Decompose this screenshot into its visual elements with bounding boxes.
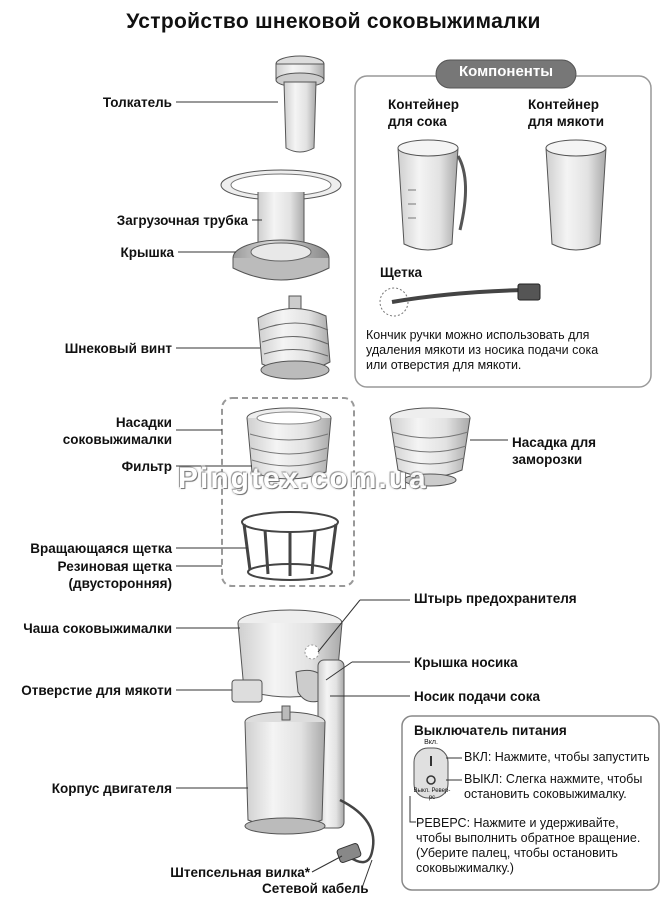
power-switch-header: Выключатель питания — [414, 723, 567, 738]
label-safety-pin: Штырь предохранителя — [414, 591, 577, 606]
label-pulp-outlet: Отверстие для мякоти — [21, 683, 172, 698]
pulp-container-illustration — [545, 139, 607, 251]
label-freeze-attachment-line2: заморозки — [512, 452, 583, 467]
label-freeze-attachment: Насадка для заморозки — [512, 434, 652, 468]
label-freeze-attachment-line1: Насадка для — [512, 435, 597, 450]
label-lid: Крышка — [120, 245, 174, 260]
label-brush: Щетка — [380, 265, 422, 280]
switch-reverse-line2: чтобы выполнить обратное вращение. — [416, 831, 641, 845]
label-rubber-brush-line1: Резиновая щетка — [57, 559, 172, 574]
brush-note-line2: удаления мякоти из носика подачи сока — [366, 343, 599, 357]
label-juice-container: Контейнер для сока — [388, 96, 498, 130]
filter-illustration — [246, 407, 332, 480]
power-switch-box — [401, 715, 660, 891]
switch-off-line1: ВЫКЛ: Слегка нажмите, чтобы — [464, 772, 643, 786]
label-plug: Штепсельная вилка* — [170, 865, 310, 880]
label-auger: Шнековый винт — [64, 341, 172, 356]
watermark: Pingtex.com.ua — [178, 462, 428, 495]
components-header-pill — [435, 59, 577, 89]
label-feed-tube: Загрузочная трубка — [116, 213, 248, 228]
label-spout-cap: Крышка носика — [414, 655, 518, 670]
rotating-brush-illustration — [241, 511, 339, 581]
page-title: Устройство шнековой соковыжималки — [126, 10, 541, 33]
switch-on-text: ВКЛ: Нажмите, чтобы запустить — [464, 750, 650, 764]
switch-reverse-line4: соковыжималку.) — [416, 861, 514, 875]
brush-note-line1: Кончик ручки можно использовать для — [366, 328, 590, 342]
label-juicer-attachments: Насадки соковыжималки — [20, 414, 172, 448]
brush-note-line3: или отверстия для мякоти. — [366, 358, 522, 372]
label-filter: Фильтр — [121, 459, 172, 474]
label-pulp-container-line2: для мякоти — [528, 114, 605, 129]
brush-note: Кончик ручки можно использовать для удал… — [366, 328, 648, 373]
label-motor-body: Корпус двигателя — [51, 781, 172, 796]
feed-tube-lid-illustration — [220, 169, 342, 281]
label-pusher: Толкатель — [102, 95, 172, 110]
label-rotating-brush: Вращающаяся щетка — [30, 541, 172, 556]
label-juicer-attachments-line1: Насадки — [115, 415, 172, 430]
switch-off-text: ВЫКЛ: Слегка нажмите, чтобы остановить с… — [464, 772, 656, 802]
freeze-attachment-illustration — [389, 407, 471, 487]
power-switch-graphic — [413, 747, 449, 799]
label-juice-container-line2: для сока — [388, 114, 447, 129]
label-cord: Сетевой кабель — [262, 881, 369, 896]
label-pulp-container: Контейнер для мякоти — [528, 96, 638, 130]
pusher-illustration — [275, 55, 325, 153]
attachments-dashed-box — [221, 397, 355, 587]
juice-container-illustration — [397, 139, 468, 251]
switch-off-line2: остановить соковыжималку. — [464, 787, 627, 801]
switch-reverse-line1: РЕВЕРС: Нажмите и удерживайте, — [416, 816, 619, 830]
motor-body-illustration — [244, 659, 375, 864]
switch-top-label: Вкл. — [424, 739, 438, 746]
label-bowl: Чаша соковыжималки — [23, 621, 172, 636]
label-juice-container-line1: Контейнер — [388, 97, 459, 112]
brush-illustration — [379, 283, 541, 317]
leader-lines — [176, 101, 508, 889]
label-pulp-container-line1: Контейнер — [528, 97, 599, 112]
label-rubber-brush-line2: (двусторонняя) — [68, 576, 172, 591]
label-juice-spout: Носик подачи сока — [414, 689, 541, 704]
switch-reverse-line3: (Уберите палец, чтобы остановить — [416, 846, 618, 860]
auger-illustration — [257, 295, 331, 380]
label-rubber-brush: Резиновая щетка (двусторонняя) — [2, 558, 172, 592]
components-header: Компоненты — [458, 63, 554, 80]
switch-reverse-text: РЕВЕРС: Нажмите и удерживайте, чтобы вып… — [416, 816, 656, 876]
label-juicer-attachments-line2: соковыжималки — [62, 432, 172, 447]
switch-bottom-label: Выкл. Ревер-рс — [413, 788, 451, 801]
